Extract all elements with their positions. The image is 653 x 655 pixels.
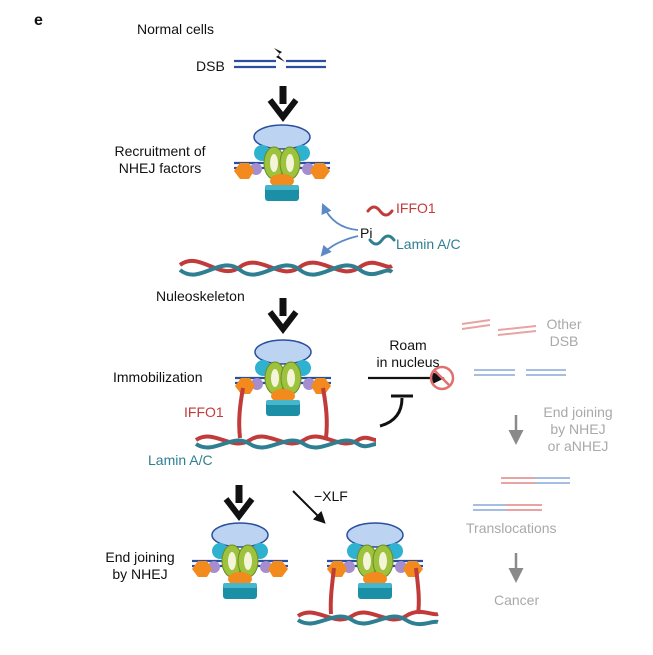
iffo1-squiggle	[366, 205, 394, 217]
lamin-label-top: Lamin A/C	[396, 236, 461, 252]
nhej-complex-recruitment	[232, 123, 332, 203]
other-dsb-strands	[461, 319, 566, 376]
other-dsb-line-2: DSB	[549, 332, 579, 349]
nhej-complex-immobilization	[233, 338, 333, 439]
nhej-complex-end-joining	[190, 521, 290, 601]
nucleoskeleton-label: Nuleoskeleton	[156, 288, 245, 304]
roam-line-2: in nucleus	[376, 353, 440, 370]
end-joining-nhej-line-1: End joining	[105, 549, 175, 565]
normal-cells-label: Normal cells	[137, 21, 215, 37]
end-joining-nhej-label: End joining by NHEJ	[90, 549, 190, 583]
translocation-strands	[473, 477, 570, 511]
immobilization-braid	[194, 434, 377, 450]
panel-label: e	[34, 12, 43, 29]
end-joining-alt-line-2: by NHEJ	[550, 420, 606, 437]
pi-label: Pi	[360, 225, 373, 241]
roam-label: Roam in nucleus	[360, 337, 456, 371]
end-joining-alt-label: End joining by NHEJ or aNHEJ	[530, 404, 626, 454]
recruitment-line-2: NHEJ factors	[118, 159, 202, 176]
lamin-label-mid: Lamin A/C	[148, 452, 213, 468]
roam-blocked-arrow	[368, 365, 455, 428]
xlf-label: −XLF	[314, 488, 348, 504]
recruitment-label: Recruitment of NHEJ factors	[100, 143, 220, 177]
cancer-label: Cancer	[494, 592, 540, 608]
step-arrows	[223, 86, 326, 524]
recruitment-line-1: Recruitment of	[114, 143, 206, 159]
end-joining-nhej-line-2: by NHEJ	[112, 565, 168, 582]
translocations-label: Translocations	[466, 520, 557, 536]
iffo1-label-mid: IFFO1	[184, 404, 224, 420]
iffo1-label-top: IFFO1	[396, 200, 436, 216]
phosphorylation-arrows	[320, 203, 359, 257]
nhej-complex-xlf-deficient	[296, 521, 439, 627]
immobilization-label: Immobilization	[113, 369, 203, 385]
lamin-squiggle	[368, 234, 396, 246]
dsb-dna	[234, 48, 326, 69]
roam-line-1: Roam	[389, 337, 427, 353]
other-dsb-label: Other DSB	[536, 316, 592, 350]
dsb-label: DSB	[196, 58, 225, 74]
nucleoskeleton-braid	[178, 258, 394, 277]
end-joining-alt-line-3: or aNHEJ	[547, 437, 609, 454]
other-dsb-line-1: Other	[546, 316, 582, 332]
end-joining-alt-line-1: End joining	[543, 404, 613, 420]
